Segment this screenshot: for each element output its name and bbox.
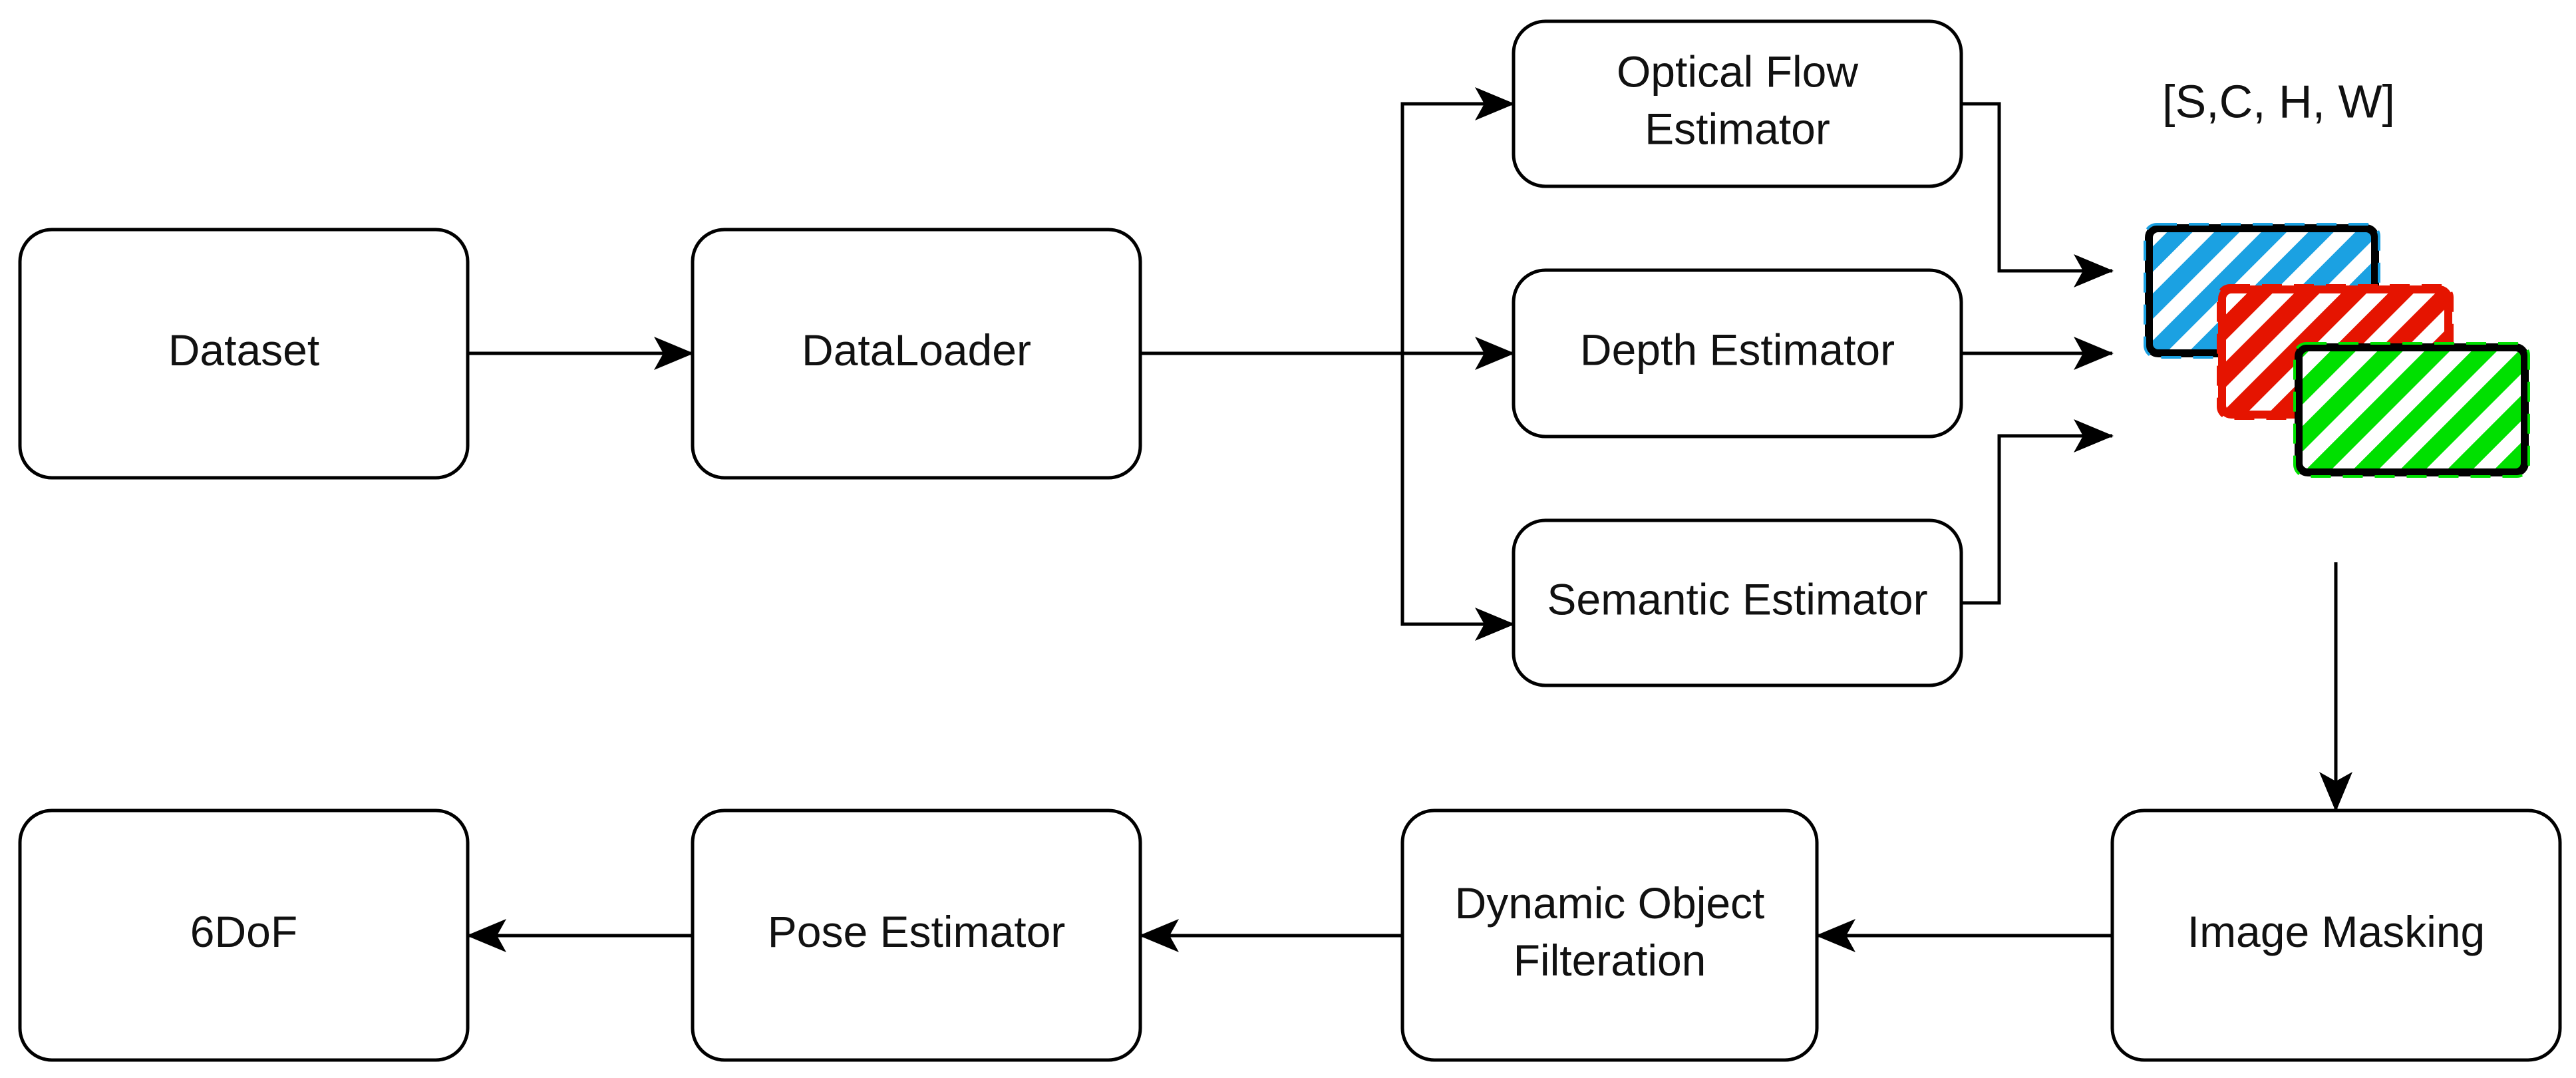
node-label-line: Dataset (168, 325, 319, 375)
edge-optical-flow-estimator-to-tensor-stack (1961, 102, 2114, 287)
node-label-line: Filteration (1514, 936, 1706, 985)
tensor-stack: [S,C, H, W] (2144, 75, 2530, 478)
edge-dataloader-to-semantic-estimator (1400, 353, 1515, 641)
node-box (1512, 518, 1963, 687)
semantic-layer (2295, 343, 2529, 476)
edge-dataloader-to-optical-flow-estimator (1140, 87, 1515, 355)
node-box (691, 228, 1142, 480)
edges-layer (466, 87, 2352, 952)
node-box (691, 808, 1142, 1062)
node-box (2110, 808, 2562, 1062)
node-label-line: Pose Estimator (768, 907, 1066, 956)
node-box (18, 808, 470, 1062)
node-label-line: Image Masking (2187, 907, 2486, 956)
node-label-line: 6DoF (190, 907, 297, 956)
node-pose-estimator: Pose Estimator (691, 808, 1142, 1062)
node-box (1512, 268, 1963, 439)
node-label-line: DataLoader (802, 325, 1031, 375)
node-dataloader: DataLoader (691, 228, 1142, 480)
node-dataset: Dataset (18, 228, 470, 480)
node-semantic-estimator: Semantic Estimator (1512, 518, 1963, 687)
node-label-line: Semantic Estimator (1547, 574, 1927, 624)
node-label-line: Dynamic Object (1455, 878, 1765, 928)
node-box (1400, 808, 1819, 1062)
node-label-line: Estimator (1645, 104, 1830, 153)
node-image-masking: Image Masking (2110, 808, 2562, 1062)
tensor-shape-label: [S,C, H, W] (2162, 75, 2395, 127)
node-label-line: Optical Flow (1617, 47, 1858, 96)
nodes-layer: Dataset DataLoader Optical FlowEstimatorDe… (18, 19, 2562, 1062)
node-6dof: 6DoF (18, 808, 470, 1062)
node-depth-estimator: Depth Estimator (1512, 268, 1963, 439)
semantic-layer-outline (2293, 342, 2530, 478)
node-label-line: Depth Estimator (1580, 325, 1895, 374)
edge-semantic-estimator-to-tensor-stack (1961, 419, 2114, 605)
node-box (1512, 19, 1963, 188)
node-box (18, 228, 470, 480)
